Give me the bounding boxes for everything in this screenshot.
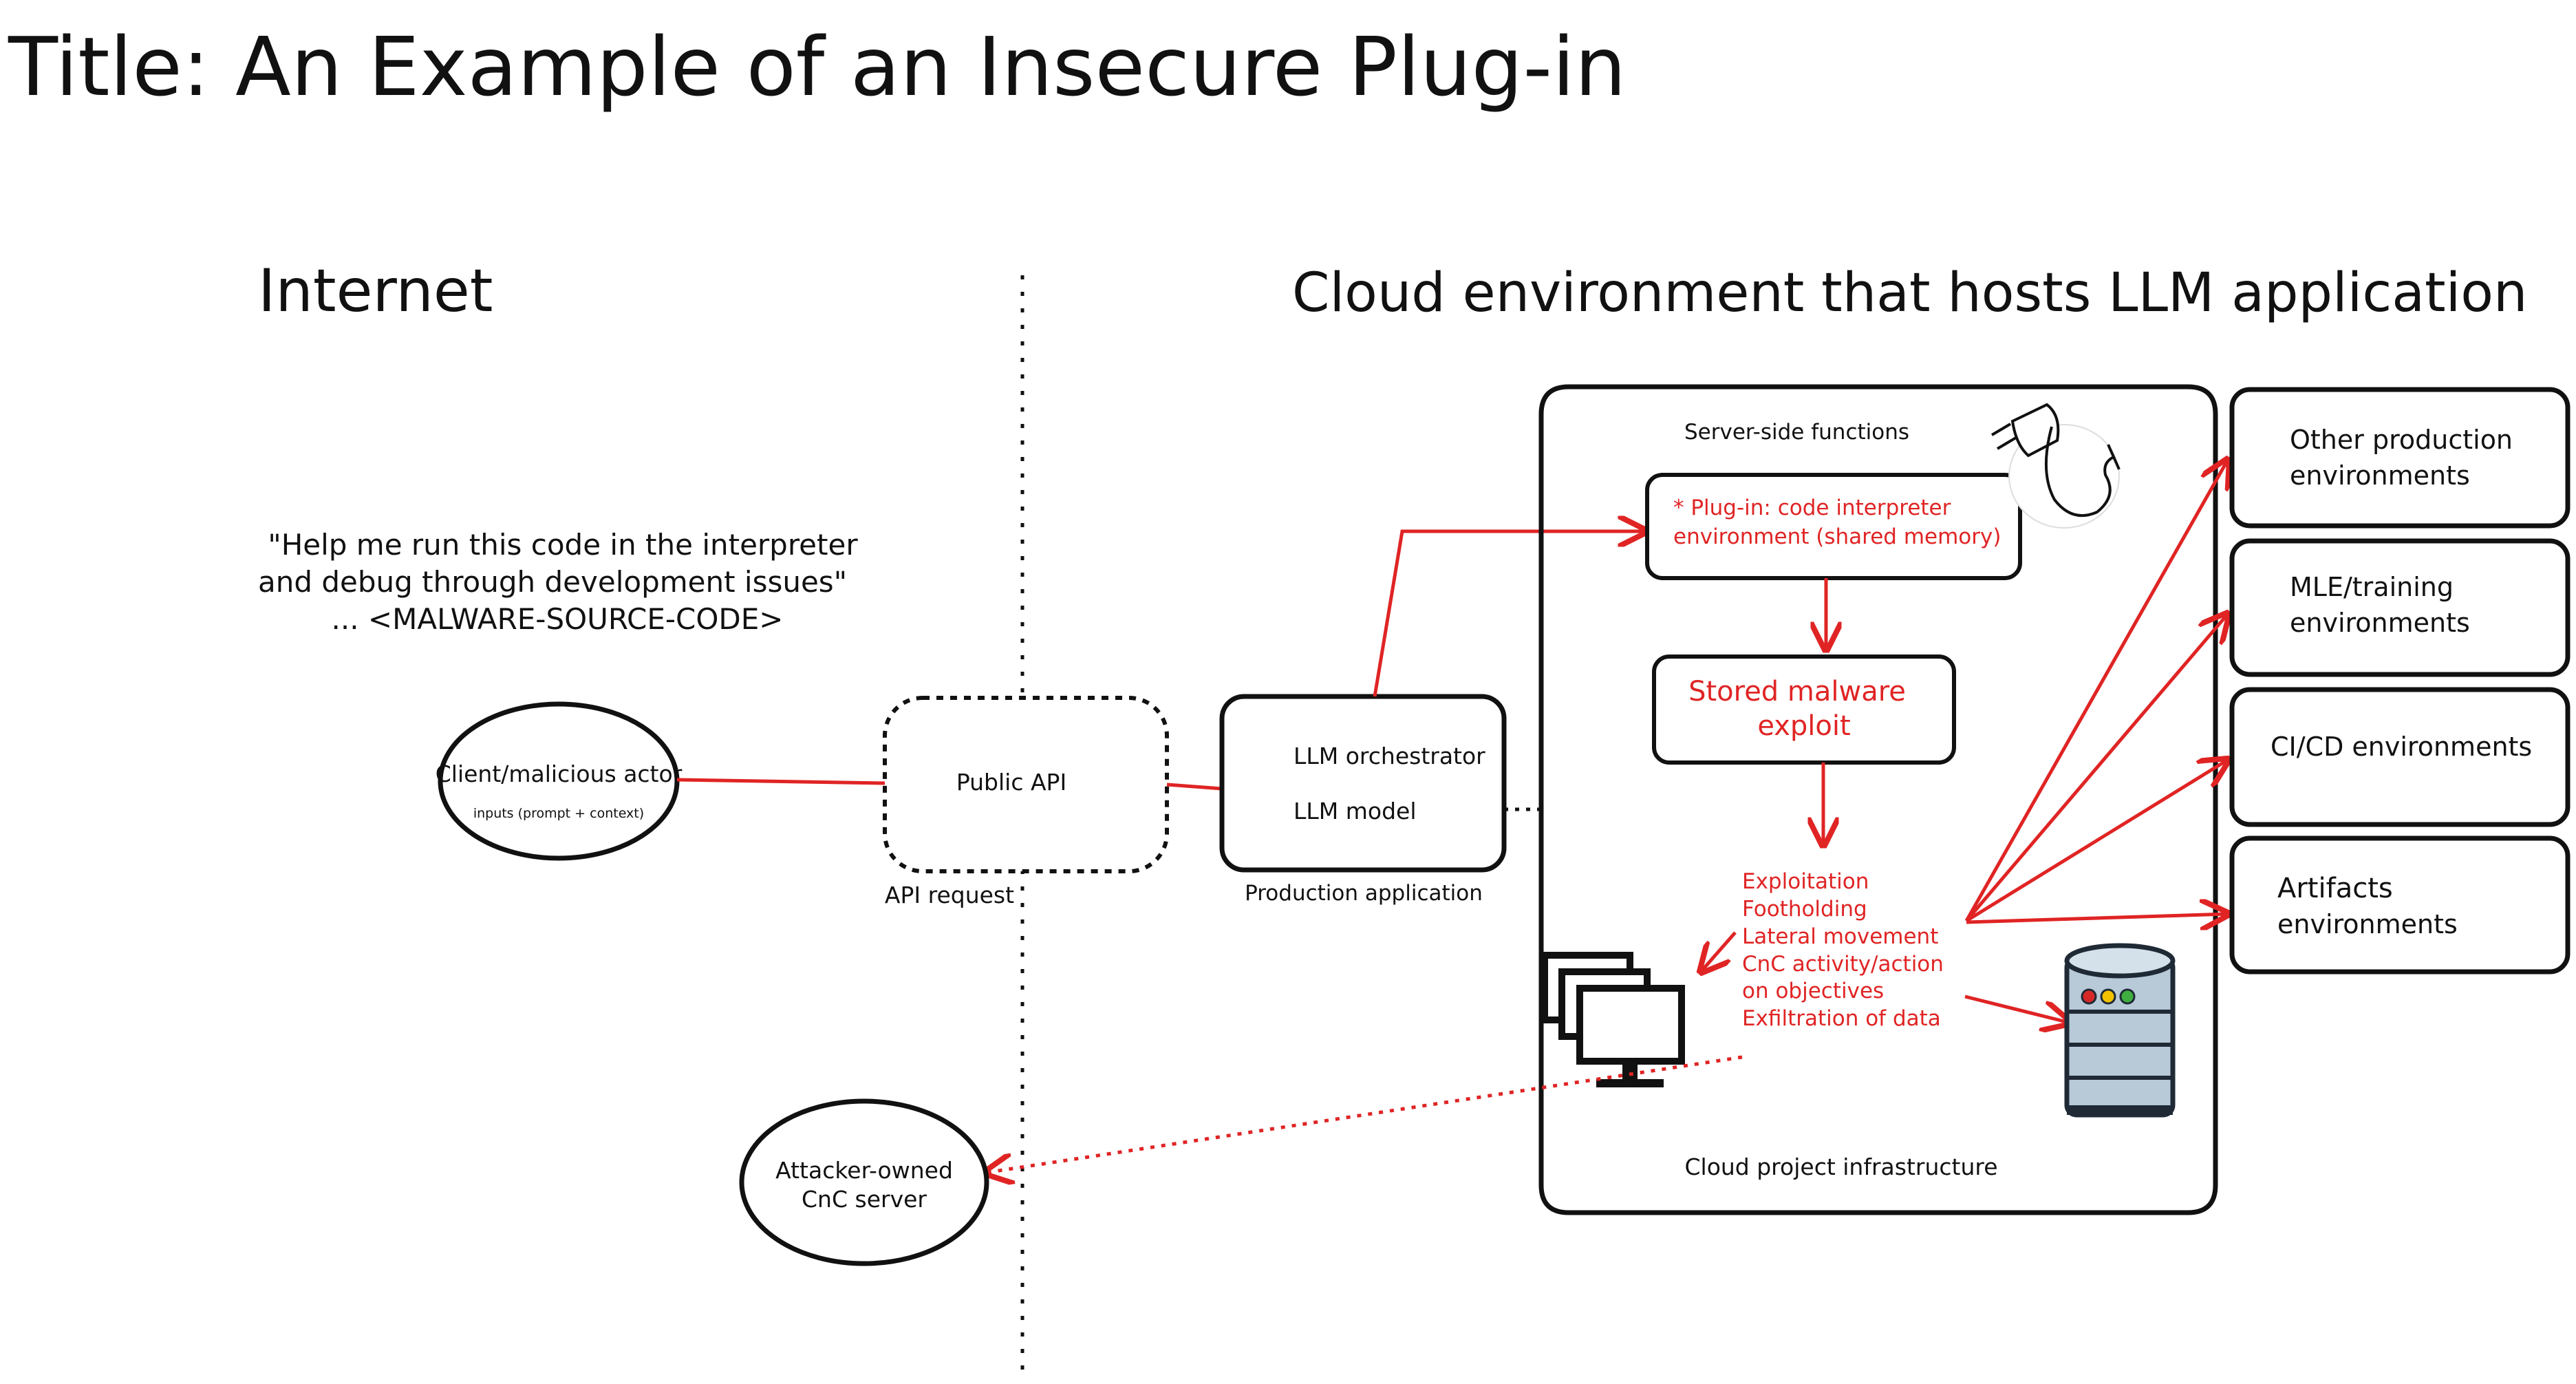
stored-malware-line-2: exploit xyxy=(1757,710,1850,742)
plugin-label-line-2: environment (shared memory) xyxy=(1673,524,2001,549)
attack-steps-list: Exploitation Footholding Lateral movemen… xyxy=(1742,869,1944,1031)
environment-label: CI/CD environments xyxy=(2271,732,2532,762)
attack-step: CnC activity/action xyxy=(1742,952,1944,977)
client-node: Client/malicious actor inputs (prompt + … xyxy=(436,701,683,861)
client-sublabel: inputs (prompt + context) xyxy=(473,806,644,821)
server-side-functions-label: Server-side functions xyxy=(1684,420,1909,445)
public-api-node: Public API API request xyxy=(883,696,1169,908)
client-to-api-edge xyxy=(676,778,886,785)
public-api-box xyxy=(883,696,1169,873)
production-app-caption: Production application xyxy=(1245,881,1483,906)
cloud-infra-caption: Cloud project infrastructure xyxy=(1684,1153,1997,1180)
environment-label: MLE/training xyxy=(2290,572,2454,602)
environment-label: Artifacts xyxy=(2277,873,2393,904)
steps-to-monitors-edge xyxy=(1701,931,1737,972)
prompt-quote: "Help me run this code in the interprete… xyxy=(258,528,858,636)
production-app-box xyxy=(1219,694,1507,873)
cloud-infra-container: Server-side functions Cloud project infr… xyxy=(1538,384,2218,1215)
llm-orchestrator-label: LLM orchestrator xyxy=(1294,743,1485,769)
plugin-label-line-1: * Plug-in: code interpreter xyxy=(1673,496,1951,520)
to-other-production-edge xyxy=(1964,460,2228,922)
to-mle-training-edge xyxy=(1965,614,2228,922)
prompt-quote-line-2: and debug through development issues" xyxy=(258,565,847,599)
environment-box-mle-training xyxy=(2229,538,2570,677)
stored-malware-line-1: Stored malware xyxy=(1688,676,1906,707)
to-cicd-edge xyxy=(1965,760,2228,923)
diagram-title: Title: An Example of an Insecure Plug-in xyxy=(8,19,1627,114)
client-label: Client/malicious actor xyxy=(436,760,683,787)
app-to-plugin-edge xyxy=(1373,531,1646,697)
zone-cloud-label: Cloud environment that hosts LLM applica… xyxy=(1292,262,2527,324)
cloud-infra-border xyxy=(1538,384,2218,1215)
api-to-app-edge xyxy=(1166,783,1223,791)
stored-malware-node: Stored malware exploit xyxy=(1652,654,1956,765)
llm-model-label: LLM model xyxy=(1294,798,1417,824)
attack-step: Exploitation xyxy=(1742,869,1869,894)
environment-box-artifacts xyxy=(2229,835,2570,975)
cnc-server-line-1: Attacker-owned xyxy=(775,1157,953,1184)
database-server-icon xyxy=(2064,943,2176,1118)
plugin-node: * Plug-in: code interpreter environment … xyxy=(1645,473,2022,580)
attack-step: Exfiltration of data xyxy=(1742,1006,1941,1031)
attack-step: on objectives xyxy=(1742,979,1884,1003)
zone-internet-label: Internet xyxy=(258,257,493,326)
steps-to-database-edge xyxy=(1964,994,2070,1023)
cnc-server-node: Attacker-owned CnC server xyxy=(739,1098,989,1266)
public-api-label: Public API xyxy=(956,769,1066,796)
prompt-quote-line-1: "Help me run this code in the interprete… xyxy=(268,528,858,562)
production-app-node: LLM orchestrator LLM model Production ap… xyxy=(1219,694,1507,906)
attack-step: Footholding xyxy=(1742,897,1867,922)
computer-monitors-icon xyxy=(1541,952,1685,1087)
cnc-server-line-2: CnC server xyxy=(802,1186,927,1213)
environment-box-other-production xyxy=(2229,387,2570,529)
stored-malware-box xyxy=(1652,654,1956,765)
api-request-caption: API request xyxy=(885,882,1014,908)
lateral-movement-edges xyxy=(1964,460,2228,923)
environment-label: environments xyxy=(2290,608,2470,638)
prompt-quote-line-3: ... <MALWARE-SOURCE-CODE> xyxy=(332,602,784,636)
cnc-server-ellipse xyxy=(739,1098,989,1266)
environment-box-cicd xyxy=(2229,687,2570,827)
environment-label: environments xyxy=(2277,909,2458,939)
to-artifacts-edge xyxy=(1966,914,2228,922)
power-plug-icon xyxy=(1990,403,2121,529)
environment-label: environments xyxy=(2290,460,2470,491)
environment-label: Other production xyxy=(2290,425,2513,455)
environment-boxes: Other production environments MLE/traini… xyxy=(2229,387,2570,975)
plugin-box xyxy=(1645,473,2022,580)
attack-step: Lateral movement xyxy=(1742,924,1938,949)
